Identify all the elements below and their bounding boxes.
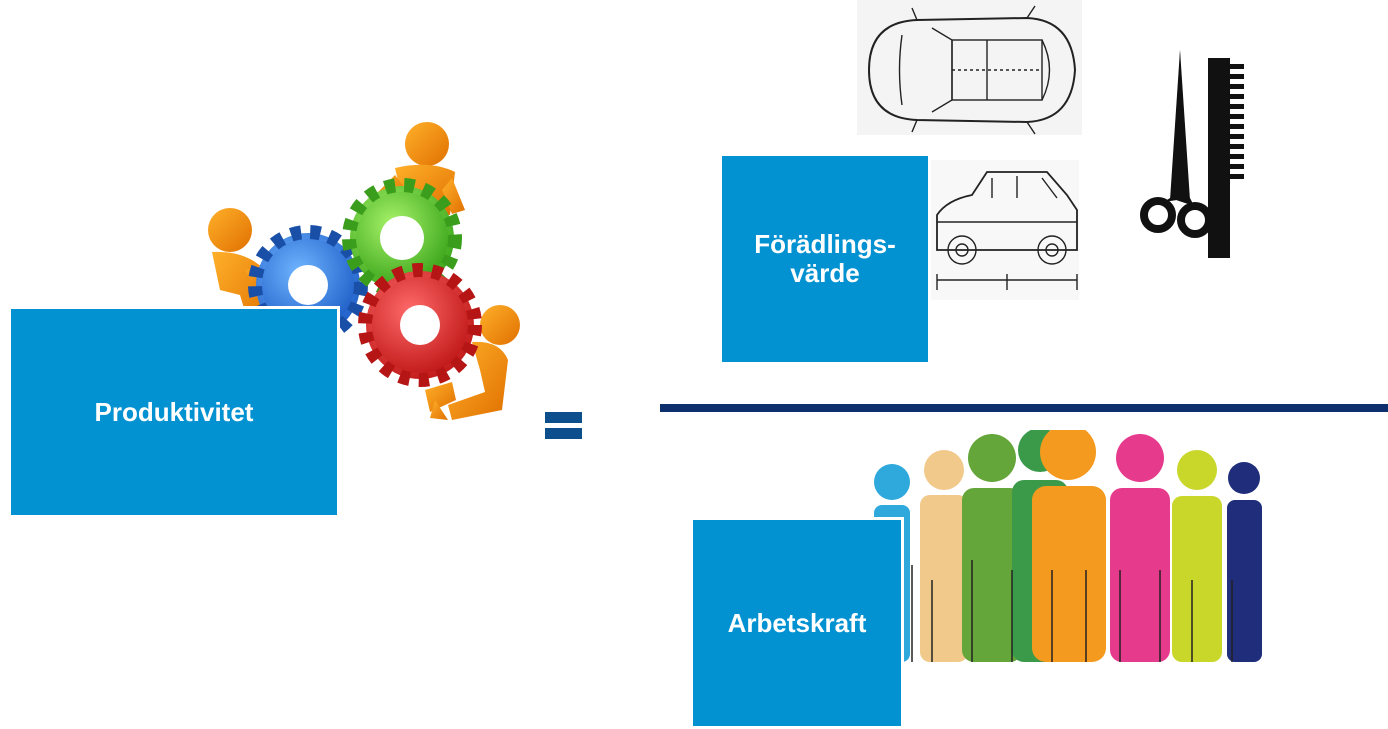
equals-bar	[545, 428, 582, 439]
worker-figure	[425, 305, 520, 420]
red-gear	[358, 263, 482, 387]
person-figure	[1172, 450, 1222, 662]
car-blueprint-illustration	[857, 0, 1082, 300]
person-figure	[1227, 462, 1262, 662]
productivity-label: Produktivitet	[94, 396, 254, 427]
fraction-divider	[660, 404, 1388, 412]
gears-teamwork-illustration	[208, 122, 520, 420]
person-figure	[1032, 430, 1106, 662]
value-added-label: Förädlings- värde	[754, 229, 896, 288]
equals-bar	[545, 412, 582, 423]
labor-box: Arbetskraft	[690, 517, 904, 729]
scissors-comb-icon	[1140, 50, 1244, 258]
colorful-people-group-illustration	[874, 430, 1262, 662]
person-figure	[1110, 434, 1170, 662]
person-figure	[962, 434, 1022, 662]
green-gear	[342, 178, 462, 298]
value-added-box: Förädlings- värde	[719, 153, 931, 365]
labor-label: Arbetskraft	[727, 607, 867, 638]
productivity-box: Produktivitet	[8, 306, 340, 518]
person-figure	[920, 450, 968, 662]
